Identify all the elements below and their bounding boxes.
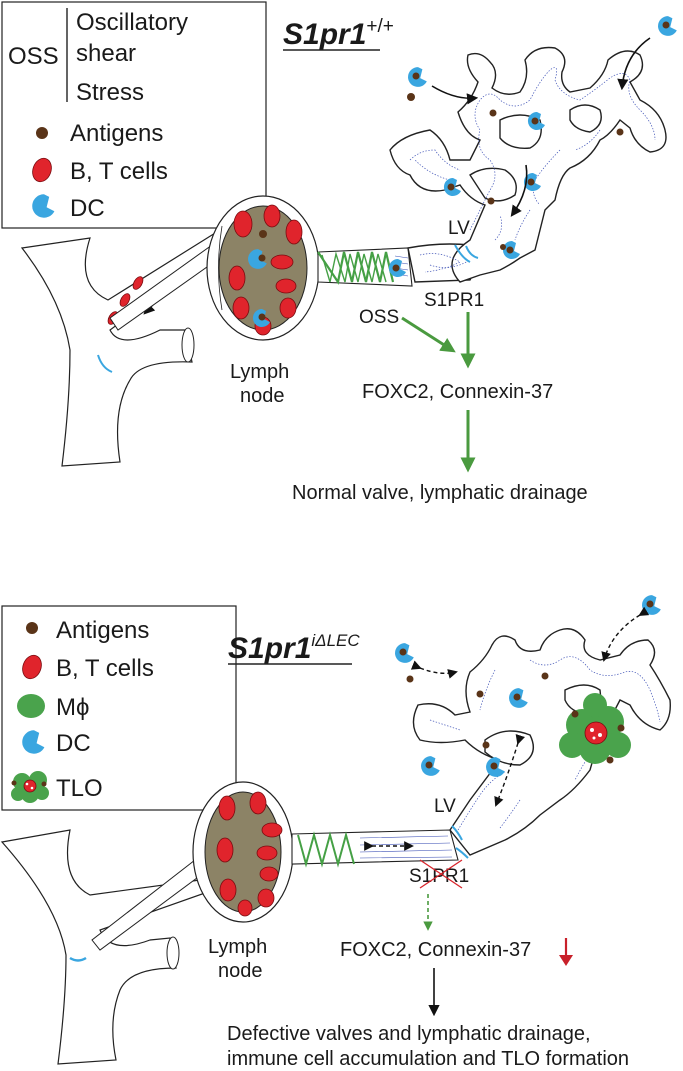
legend-tlo-icon bbox=[11, 771, 49, 803]
legend-antigens-label: Antigens bbox=[70, 120, 163, 147]
top-lymphatic-network bbox=[388, 16, 677, 283]
bottom-s1pr1-label: S1PR1 bbox=[409, 866, 469, 887]
legend-antigens-label-b: Antigens bbox=[56, 617, 149, 644]
foxc2-decrease-arrow-head bbox=[559, 955, 573, 966]
bottom-foxc2-label: FOXC2, Connexin-37 bbox=[340, 939, 531, 961]
bottom-lymphatic-network bbox=[395, 595, 671, 859]
legend-oss-line-2: shear bbox=[76, 40, 136, 67]
bottom-title: S1pr1iΔLEC bbox=[228, 631, 360, 665]
top-node-label-2: node bbox=[240, 385, 285, 407]
top-legend-frame bbox=[1, 1, 267, 229]
bottom-node-label-2: node bbox=[218, 960, 263, 982]
top-collecting-lymphatic bbox=[317, 247, 413, 287]
top-node-label-1: Lymph bbox=[230, 361, 289, 383]
top-lymph-node bbox=[206, 195, 320, 341]
vessel-bt-cell bbox=[119, 293, 131, 307]
oss-to-foxc2-arrow bbox=[401, 316, 456, 353]
legend-oss-abbrev: OSS bbox=[8, 43, 59, 70]
bottom-outcome-line-2: immune cell accumulation and TLO formati… bbox=[227, 1048, 629, 1070]
bottom-outcome-line-1: Defective valves and lymphatic drainage, bbox=[227, 1023, 591, 1045]
legend-dc-label-b: DC bbox=[56, 730, 91, 757]
vessel-bt-cell bbox=[132, 276, 144, 290]
legend-bt-cell-icon bbox=[22, 654, 42, 680]
top-outcome-label: Normal valve, lymphatic drainage bbox=[292, 482, 588, 504]
bottom-lymph-node bbox=[192, 781, 294, 923]
legend-macrophage-icon bbox=[17, 694, 45, 718]
legend-bt-cell-icon bbox=[32, 157, 52, 183]
bottom-node-label-1: Lymph bbox=[208, 936, 267, 958]
top-legend: OSS Oscillatory shear Stress Antigens B,… bbox=[1, 1, 267, 229]
bottom-legend: Antigens B, T cells Mϕ DC TLO bbox=[1, 605, 237, 811]
legend-macrophage-label: Mϕ bbox=[56, 694, 89, 721]
legend-antigen-icon bbox=[36, 127, 48, 139]
bottom-panel: Antigens B, T cells Mϕ DC TLO S1pr1iΔLEC bbox=[0, 595, 671, 1070]
top-panel: OSS Oscillatory shear Stress Antigens B,… bbox=[1, 1, 677, 504]
legend-oss-line-3: Stress bbox=[76, 79, 144, 106]
legend-oss-line-1: Oscillatory bbox=[76, 9, 188, 36]
legend-bt-cells-label-b: B, T cells bbox=[56, 655, 154, 682]
s1pr1-knockout-cross bbox=[419, 859, 463, 889]
top-foxc2-label: FOXC2, Connexin-37 bbox=[362, 381, 553, 403]
tlo-cluster bbox=[559, 693, 631, 764]
bottom-lv-label: LV bbox=[434, 796, 456, 817]
top-efferent-lymphatic bbox=[109, 244, 215, 331]
legend-antigen-icon bbox=[26, 622, 38, 634]
top-s1pr1-label: S1PR1 bbox=[424, 290, 484, 311]
top-title: S1pr1+/+ bbox=[283, 16, 394, 51]
bottom-collecting-lymphatic bbox=[291, 829, 459, 868]
legend-bt-cells-label: B, T cells bbox=[70, 158, 168, 185]
legend-dc-label: DC bbox=[70, 195, 105, 222]
top-lv-label: LV bbox=[448, 218, 470, 239]
top-oss-label: OSS bbox=[359, 307, 399, 328]
legend-tlo-label: TLO bbox=[56, 775, 103, 802]
